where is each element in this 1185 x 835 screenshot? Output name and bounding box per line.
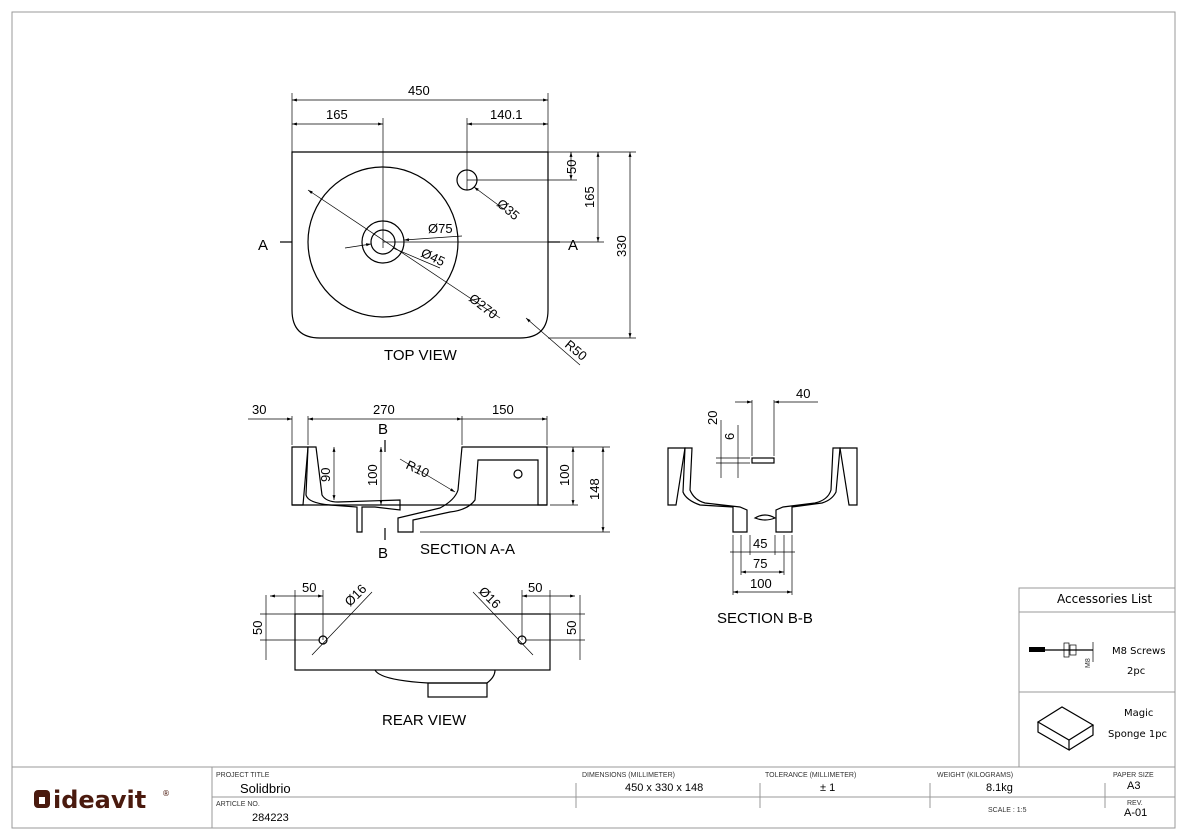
project-title-label: PROJECT TITLE [216,772,270,779]
dim-bowl-width: 270 [373,402,395,417]
svg-text:ideavit: ideavit [53,786,146,814]
top-view-title: TOP VIEW [384,347,458,364]
section-marker-a-left: A [258,237,268,254]
section-b-b-title: SECTION B-B [717,610,813,627]
dim-bowl-depth-side: 90 [318,468,333,482]
dim-total-height: 148 [587,478,602,500]
project-title: Solidbrio [240,781,291,796]
dimensions-value: 450 x 330 x 148 [625,782,703,794]
section-b-b: 40 20 6 45 75 100 SECTION B-B [667,386,858,627]
ideavit-logo: ideavit ® [34,786,170,814]
basin-outline [291,151,549,339]
dim-overflow-from-top: 20 [705,411,720,425]
dim-tap-from-top: 50 [564,160,579,174]
dim-drain-outer: 100 [750,576,772,591]
section-marker-b-top: B [378,421,388,438]
dimensions-label: DIMENSIONS (MILLIMETER) [582,772,675,779]
top-view: 450 165 140.1 50 165 330 Ø35 Ø75 Ø45 Ø27… [258,83,636,366]
dim-overall-width: 450 [408,83,430,98]
dim-right-hole-dia: Ø16 [476,584,504,612]
accessory-qty: 2pc [1127,666,1145,677]
paper-size-value: A3 [1127,780,1140,792]
dim-drain-outer: Ø75 [428,221,453,236]
dim-bowl-offset: 165 [326,107,348,122]
scale: SCALE : 1:5 [988,807,1027,814]
dim-drain-inner: Ø45 [419,245,448,269]
dim-left-wall: 30 [252,402,266,417]
accessory-name: Magic [1124,708,1153,719]
dim-body-height: 100 [557,464,572,486]
rear-view: 50 50 Ø16 Ø16 50 50 REAR VIEW [250,580,585,729]
article-number: 284223 [252,812,289,824]
dim-overflow-height: 6 [722,433,737,440]
dim-bowl-depth: 100 [365,464,380,486]
accessory-name: M8 Screws [1112,646,1165,657]
article-label: ARTICLE NO. [216,801,260,808]
dim-drain-inner: 45 [753,536,767,551]
sheet-border [11,11,1176,829]
dim-bowl-from-top: 165 [582,186,597,208]
section-marker-a-right: A [568,237,578,254]
accessory-qty: Sponge 1pc [1108,729,1167,740]
tolerance-label: TOLERANCE (MILLIMETER) [765,772,856,779]
dim-fillet: R10 [404,457,432,481]
dim-right-hole-y: 50 [564,621,579,635]
svg-text:®: ® [162,789,170,798]
weight-label: WEIGHT (KILOGRAMS) [937,772,1013,779]
section-marker-b-bottom: B [378,545,388,562]
svg-text:M8: M8 [1085,658,1092,668]
weight-value: 8.1kg [986,782,1013,794]
tolerance-value: ± 1 [820,782,835,794]
dim-tap-hole: Ø35 [494,196,522,223]
screw-icon: M8 [1029,642,1094,668]
dim-tap-offset: 140.1 [490,107,523,122]
dim-left-hole-y: 50 [250,621,265,635]
dim-overflow-width: 40 [796,386,810,401]
paper-size-label: PAPER SIZE [1113,772,1154,779]
accessories-title: Accessories List [1057,592,1152,606]
dim-bowl: Ø270 [466,291,500,322]
dim-drain-mid: 75 [753,556,767,571]
rev-value: A-01 [1124,807,1147,819]
dim-left-hole-dia: Ø16 [342,581,370,609]
dim-left-hole-x: 50 [302,580,316,595]
dim-right-hole-x: 50 [528,580,542,595]
rear-view-title: REAR VIEW [382,712,467,729]
section-a-a-title: SECTION A-A [420,541,515,558]
title-block: ideavit ® PROJECT TITLE Solidbrio ARTICL… [12,766,1175,828]
dim-overall-depth: 330 [614,235,629,257]
sponge-icon [1036,706,1095,752]
rear-outline [294,613,551,671]
dim-corner-radius: R50 [562,337,590,364]
section-a-a: 30 270 150 90 100 R10 100 148 B B SECTIO… [248,402,610,562]
dim-shelf: 150 [492,402,514,417]
rev-label: REV. [1127,800,1143,807]
accessories-list: Accessories List M8 M8 Screws 2pc Magic … [1018,587,1176,768]
